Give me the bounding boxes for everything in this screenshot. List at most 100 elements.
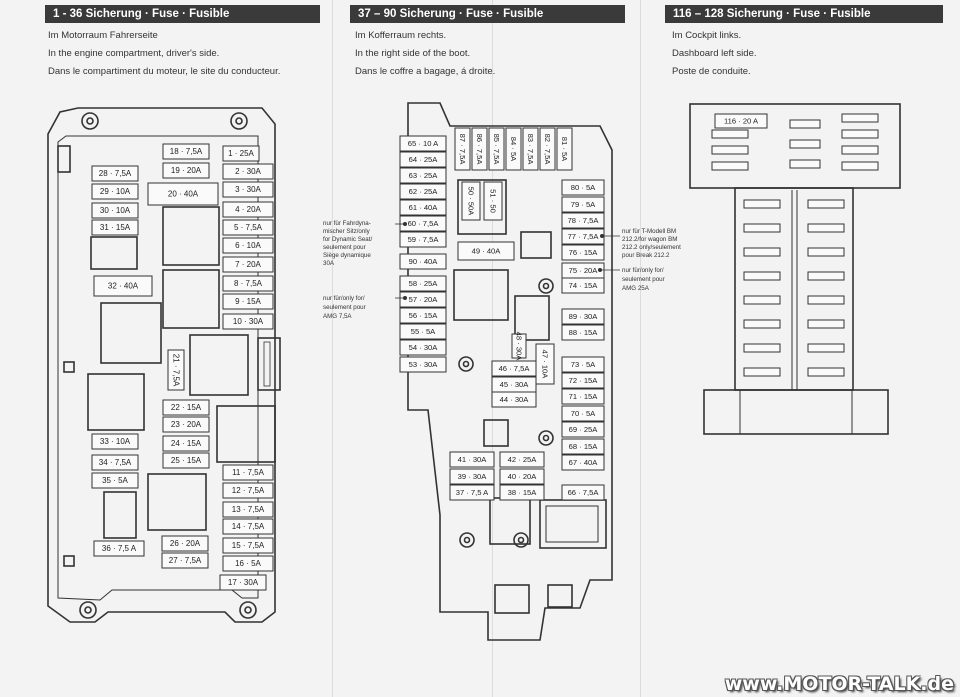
boot-fuse-label: 85 · 7,5A <box>492 134 501 166</box>
boot-fuse-label: 63 · 25A <box>409 171 439 180</box>
engine-fuse-slot: 23 · 20A <box>162 416 210 433</box>
engine-fuse-label: 27 · 7,5A <box>169 556 202 565</box>
boot-fuse-frame <box>491 391 537 408</box>
boot-fuse-frame <box>556 127 573 171</box>
boot-fuse-frame <box>561 388 605 405</box>
engine-fuse-label: 22 · 15A <box>171 403 202 412</box>
note-line: 212.2 only/seulement <box>622 244 681 251</box>
engine-block <box>147 473 207 531</box>
cockpit-empty-fuse-slot <box>743 343 781 353</box>
note-line: nur für/only for/ <box>323 295 365 302</box>
cockpit-empty-fuse-slot <box>841 145 879 155</box>
boot-fuse-slot: 76 · 15A <box>561 244 605 261</box>
engine-fuse-frame <box>222 518 274 535</box>
boot-fuse-label: 66 · 7,5A <box>568 488 600 497</box>
boot-fuse-slot: 67 · 40A <box>561 454 605 471</box>
boot-fuse-frame <box>399 183 447 200</box>
note-line: nur für T-Modell BM <box>622 228 677 235</box>
boot-fuse-label: 50 · 50A <box>467 187 476 217</box>
boot-fuse-label: 86 · 7,5A <box>475 134 484 166</box>
engine-fuse-frame <box>222 237 274 254</box>
note-line: AMG 7,5A <box>323 313 352 320</box>
cockpit-empty-fuse-slot <box>743 319 781 329</box>
engine-fuse-slot: 29 · 10A <box>91 183 139 200</box>
mount-hole <box>538 278 554 294</box>
engine-fuse-slot: 26 · 20A <box>161 535 209 552</box>
boot-fuse-slot: 90 · 40A <box>399 253 447 270</box>
boot-fuse-label: 73 · 5A <box>571 360 596 369</box>
engine-fuse-frame <box>222 313 274 330</box>
boot-fuse-slot: 81 · 5A <box>556 127 573 171</box>
boot-fuse-slot: 65 · 10 A <box>399 135 447 152</box>
engine-block <box>216 405 276 463</box>
boot-block <box>483 419 509 447</box>
cockpit-empty-fuse-slot <box>807 343 845 353</box>
mount-hole <box>230 112 248 130</box>
boot-fuse-slot: 69 · 25A <box>561 421 605 438</box>
boot-fuse-frame <box>399 199 447 216</box>
cockpit-empty-fuse-slot <box>743 367 781 377</box>
boot-fuse-label: 44 · 30A <box>500 395 530 404</box>
engine-fuse-label: 9 · 15A <box>235 297 261 306</box>
note-line: seulement pour <box>323 304 366 311</box>
engine-fuse-label: 15 · 7,5A <box>232 541 265 550</box>
boot-fuse-frame <box>561 372 605 389</box>
boot-fuse-frame <box>561 405 605 422</box>
boot-fuse-frame <box>561 196 605 213</box>
boot-fuse-frame <box>399 339 447 356</box>
boot-fuse-slot: 38 · 15A <box>499 484 545 501</box>
boot-fuse-label: 72 · 15A <box>569 376 599 385</box>
engine-fuse-frame <box>162 452 210 469</box>
cockpit-empty-fuse-slot <box>711 161 749 171</box>
boot-fuse-frame <box>561 179 605 196</box>
boot-fuse-label: 40 · 20A <box>508 472 538 481</box>
boot-fuse-slot: 61 · 40A <box>399 199 447 216</box>
boot-fuse-label: 56 · 15A <box>409 311 439 320</box>
engine-fuse-frame <box>161 535 209 552</box>
boot-fuse-frame <box>399 151 447 168</box>
boot-fuse-slot: 79 · 5A <box>561 196 605 213</box>
engine-fuse-slot: 21 · 7,5A <box>167 349 185 391</box>
description-line: Im Kofferraum rechts. <box>355 30 447 41</box>
boot-fuse-frame <box>399 167 447 184</box>
boot-fuse-slot: 41 · 30A <box>449 451 495 468</box>
note-line: Siège dynamique <box>323 252 371 259</box>
engine-fuse-slot: 27 · 7,5A <box>161 552 209 569</box>
engine-fuse-label: 12 · 7,5A <box>232 486 265 495</box>
boot-fuse-frame <box>399 215 447 232</box>
boot-fuse-slot: 83 · 7,5A <box>522 127 539 171</box>
boot-box-outline <box>407 102 613 641</box>
cockpit-empty-fuse-slot <box>841 113 879 123</box>
mount-hole <box>79 601 97 619</box>
boot-fuse-frame <box>399 307 447 324</box>
engine-fuse-label: 6 · 10A <box>235 241 261 250</box>
boot-fuse-slot: 56 · 15A <box>399 307 447 324</box>
engine-fuse-label: 17 · 30A <box>228 578 259 587</box>
cockpit-empty-fuse-slot <box>743 199 781 209</box>
mount-hole <box>538 430 554 446</box>
boot-fuse-label: 65 · 10 A <box>408 139 439 148</box>
cockpit-empty-fuse-slot <box>743 247 781 257</box>
engine-fuse-frame <box>91 433 139 450</box>
boot-fuse-frame <box>499 484 545 501</box>
engine-fuse-slot: 19 · 20A <box>162 162 210 179</box>
boot-fuse-label: 79 · 5A <box>571 200 596 209</box>
section-description-cockpit: Im Cockpit links. Dashboard left side. P… <box>672 27 757 81</box>
cockpit-slot-group <box>711 113 879 377</box>
engine-fuse-label: 23 · 20A <box>171 420 202 429</box>
engine-fuse-slot: 11 · 7,5A <box>222 464 274 481</box>
engine-fuse-slot: 31 · 15A <box>91 219 139 236</box>
boot-fuse-slot: 77 · 7,5A <box>561 228 605 245</box>
boot-fuse-frame <box>399 323 447 340</box>
boot-fuse-frame <box>522 127 539 171</box>
boot-fuse-frame <box>561 454 605 471</box>
description-line: In the right side of the boot. <box>355 48 471 59</box>
boot-fuse-label: 53 · 30A <box>409 360 439 369</box>
description-line: Dans le coffre a bagage, á droite. <box>355 66 496 77</box>
engine-fuse-label: 35 · 5A <box>102 476 128 485</box>
engine-fuse-slot: 33 · 10A <box>91 433 139 450</box>
engine-fuse-slot: 13 · 7,5A <box>222 501 274 518</box>
engine-fuse-frame <box>219 574 267 591</box>
